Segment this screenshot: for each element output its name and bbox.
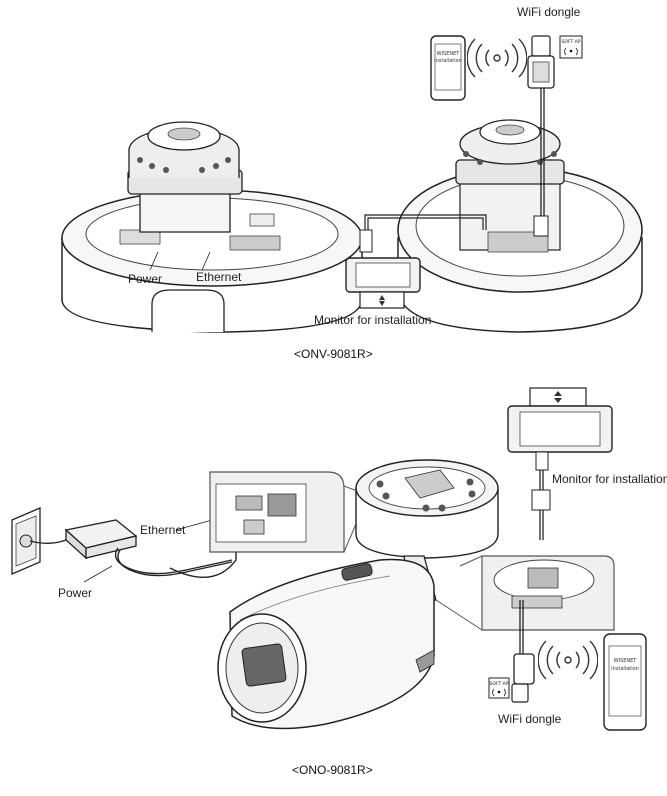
dome-camera-right [397,119,643,333]
softap-badge-top: SOFT AP [559,35,583,59]
wifi-dongle-bottom [511,600,535,703]
label-monitor-bottom: Monitor for installation [552,472,667,486]
softap-text-bottom: SOFT AP [490,681,509,687]
camera-mount-base [355,459,499,559]
phone-app-top: Installation [434,58,462,64]
phone-app-bottom: Installation [611,666,639,672]
power-adapter [29,519,233,583]
wifi-signal-icon-top [467,38,527,78]
phone-brand-top: WISENET [437,51,461,57]
label-ethernet-top: Ethernet [196,270,242,284]
dome-camera-left [61,121,363,333]
smartphone-bottom: WISENET Installation [603,633,647,731]
install-monitor-bottom [507,387,613,540]
phone-brand-bottom: WISENET [614,658,638,664]
label-wifi-dongle-bottom: WiFi dongle [498,712,562,726]
connector-inset-right [435,555,615,631]
softap-text-top: SOFT AP [562,39,581,45]
caption-onv: <ONV-9081R> [294,347,373,361]
label-wifi-dongle-top: WiFi dongle [517,5,581,19]
label-ethernet-bottom: Ethernet [140,523,186,537]
wall-outlet [11,507,41,575]
smartphone-top: WISENET Installation [430,35,466,101]
label-power-top: Power [128,272,163,286]
connector-inset [209,471,361,553]
install-monitor-top [345,214,487,309]
wifi-signal-icon-bottom [538,640,598,680]
caption-ono: <ONO-9081R> [292,763,373,777]
ethernet-cable [169,519,237,578]
label-monitor-top: Monitor for installation [314,313,432,327]
bullet-camera [217,555,437,730]
softap-badge-bottom: SOFT AP [488,677,510,699]
wifi-dongle-top [527,35,555,216]
label-power-bottom: Power [58,586,93,600]
